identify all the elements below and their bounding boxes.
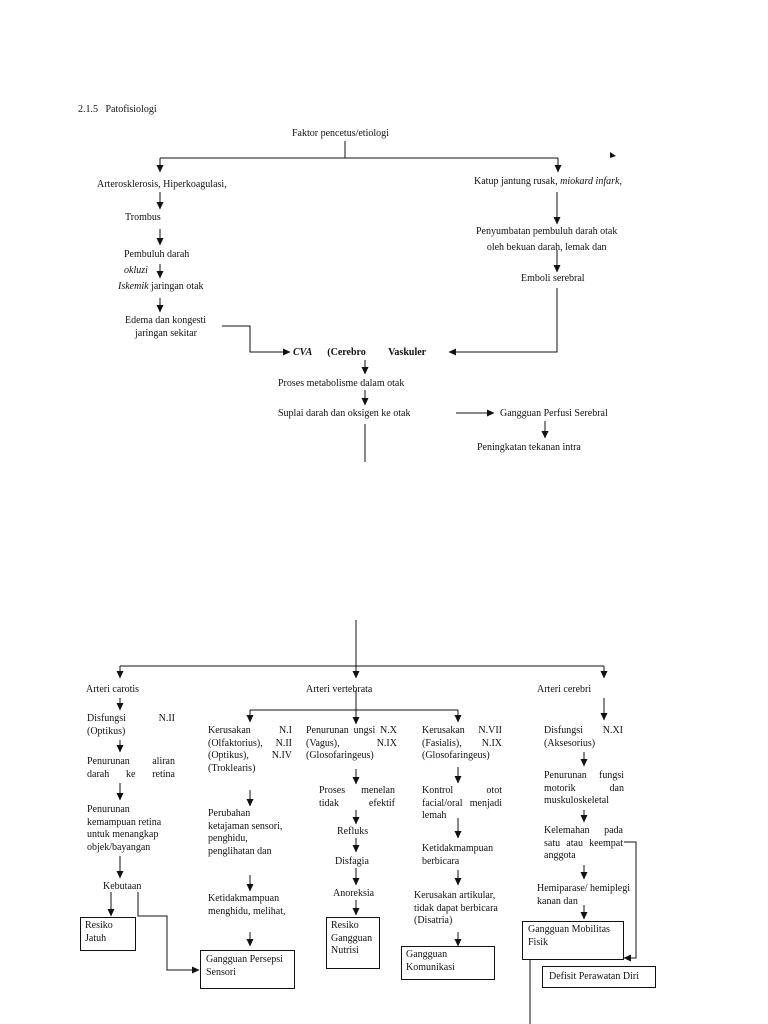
node-ketidakmampuan-menghidu: Ketidakmampuan menghidu, melihat, bbox=[208, 893, 286, 917]
section-heading: 2.1.5 Patofisiologi bbox=[78, 104, 157, 117]
node-okluzi: okluzi bbox=[124, 265, 148, 276]
node-refluks: Refluks bbox=[337, 826, 369, 837]
node-disfagia: Disfagia bbox=[335, 856, 369, 867]
node-penurunan-kemampuan: Penurunan kemampuan retina untuk menangk… bbox=[87, 804, 162, 853]
node-perfusi: Gangguan Perfusi Serebral bbox=[500, 408, 608, 419]
node-proses-metabolisme: Proses metabolisme dalam otak bbox=[278, 378, 405, 389]
node-edema: Edema dan kongesti jaringan sekitar bbox=[125, 315, 206, 340]
edema-line-1: Edema dan kongesti bbox=[125, 315, 207, 326]
node-kebutaan: Kebutaan bbox=[103, 881, 142, 892]
box-resiko-jatuh: Resiko Jatuh bbox=[80, 917, 136, 951]
box-gangguan-persepsi: Gangguan Persepsi Sensori bbox=[200, 950, 295, 989]
node-suplai: Suplai darah dan oksigen ke otak bbox=[278, 408, 411, 419]
stray-pointer-mark bbox=[610, 152, 616, 158]
gangguan-persepsi-label: Gangguan Persepsi Sensori bbox=[206, 954, 283, 978]
box-defisit-perawatan: Defisit Perawatan Diri bbox=[542, 966, 656, 988]
node-trombus: Trombus bbox=[125, 212, 161, 223]
node-arteri-carotis: Arteri carotis bbox=[86, 684, 140, 695]
penyumbatan-line-1: Penyumbatan pembuluh darah otak bbox=[476, 226, 618, 237]
iskemik-italic: Iskemik bbox=[118, 281, 149, 292]
gangguan-mobilitas-label: Gangguan Mobilitas Fisik bbox=[528, 924, 610, 948]
gangguan-komunikasi-label: Gangguan Komunikasi bbox=[406, 949, 455, 973]
node-arteri-cerebri: Arteri cerebri bbox=[537, 684, 592, 695]
section-number: 2.1.5 bbox=[78, 104, 98, 115]
node-anoreksia: Anoreksia bbox=[333, 888, 375, 899]
node-kelemahan: Kelemahan pada satu atau keempat anggota bbox=[544, 825, 623, 861]
section-title: Patofisiologi bbox=[105, 104, 157, 115]
resiko-jatuh-label: Resiko Jatuh bbox=[85, 920, 113, 944]
node-pembuluh: Pembuluh darah bbox=[124, 249, 190, 260]
node-penyumbatan: Penyumbatan pembuluh darah otak oleh bek… bbox=[476, 226, 617, 254]
cva-abbrev: CVA bbox=[293, 347, 313, 358]
box-resiko-gangguan-nutrisi: Resiko Gangguan Nutrisi bbox=[326, 917, 380, 969]
cva-word-1: (Cerebro bbox=[327, 347, 366, 358]
right-causes-text: Katup jantung rusak, bbox=[474, 176, 558, 187]
node-penurunan-fungsi-vagus: Penurunan ungsi N.X (Vagus), N.IX (Gloso… bbox=[306, 725, 397, 761]
node-proses-menelan: Proses menelan tidak efektif bbox=[319, 785, 395, 809]
node-disfungsi-n11: Disfungsi N.XI (Aksesorius) bbox=[544, 725, 623, 749]
defisit-perawatan-label: Defisit Perawatan Diri bbox=[549, 971, 639, 982]
node-penurunan-motorik: Penurunan fungsi motorik dan muskuloskel… bbox=[544, 770, 624, 806]
node-cva: CVA (Cerebro Vaskuler bbox=[293, 347, 426, 360]
node-emboli: Emboli serebral bbox=[521, 273, 585, 284]
node-disfungsi-n2: Disfungsi N.II (Optikus) bbox=[87, 713, 175, 737]
node-kerusakan-n7: Kerusakan N.VII (Fasialis), N.IX (Glosof… bbox=[422, 725, 502, 761]
cva-word-2: Vaskuler bbox=[388, 347, 427, 358]
node-kontrol-otot: Kontrol otot facial/oral menjadi lemah bbox=[422, 785, 502, 821]
penyumbatan-line-2: oleh bekuan darah, lemak dan bbox=[486, 241, 607, 253]
node-ketidakmampuan-berbicara: Ketidakmampuan berbicara bbox=[422, 843, 494, 867]
box-gangguan-komunikasi: Gangguan Komunikasi bbox=[401, 946, 495, 980]
node-peningkatan: Peningkatan tekanan intra bbox=[477, 442, 581, 453]
iskemik-rest: jaringan otak bbox=[148, 281, 204, 292]
node-right-causes: Katup jantung rusak, miokard infark, bbox=[474, 176, 622, 189]
box-gangguan-mobilitas: Gangguan Mobilitas Fisik bbox=[522, 921, 624, 960]
right-causes-italic: miokard infark, bbox=[560, 176, 622, 187]
node-arteri-vertebrata: Arteri vertebrata bbox=[306, 684, 373, 695]
node-hemiparase: Hemiparase/ hemiplegi kanan dan bbox=[537, 883, 631, 907]
node-left-causes: Arterosklerosis, Hiperkoagulasi, bbox=[97, 179, 227, 190]
node-iskemik: Iskemik jaringan otak bbox=[118, 281, 204, 294]
edema-line-2: jaringan sekitar bbox=[135, 327, 197, 339]
resiko-nutrisi-label: Resiko Gangguan Nutrisi bbox=[331, 920, 373, 956]
node-root: Faktor pencetus/etiologi bbox=[292, 128, 389, 139]
node-kerusakan-n1: Kerusakan N.I (Olfaktorius), N.II (Optik… bbox=[208, 725, 292, 774]
node-penurunan-aliran: Penurunan aliran darah ke retina bbox=[87, 756, 175, 780]
node-perubahan-sensori: Perubahan ketajaman sensori, penghidu, p… bbox=[208, 808, 283, 857]
node-kerusakan-artikular: Kerusakan artikular, tidak dapat berbica… bbox=[414, 890, 498, 926]
